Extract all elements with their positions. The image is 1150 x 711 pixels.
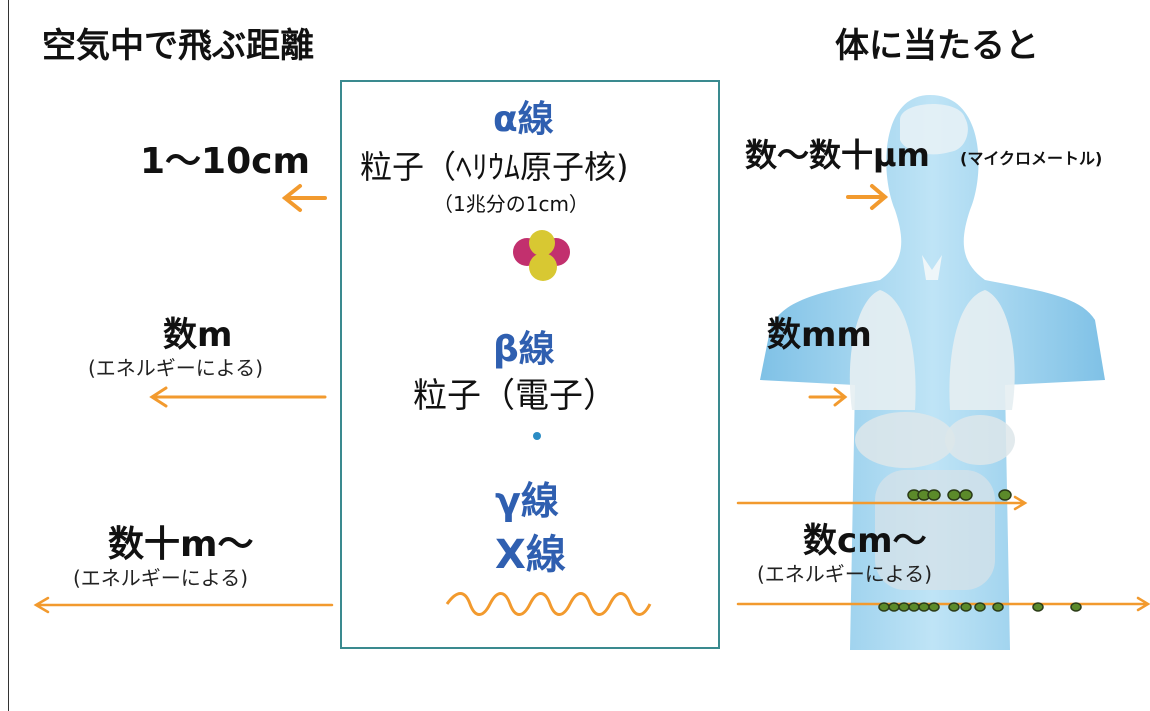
x-ray-label: X線 — [495, 532, 566, 578]
beta-air-arrow — [149, 386, 327, 408]
left-header: 空気中で飛ぶ距離 — [42, 26, 314, 66]
gamma-air-note: (エネルギーによる) — [73, 566, 249, 590]
beta-body-arrow — [808, 387, 848, 407]
gamma-body-distance: 数cm～ — [803, 521, 927, 561]
alpha-particle-text: 粒子（ﾍﾘｳﾑ原子核) — [360, 148, 629, 186]
thyroid — [922, 255, 942, 280]
alpha-body-distance: 数～数十μm — [745, 136, 930, 174]
brain — [900, 103, 968, 155]
alpha-arrows — [281, 184, 889, 212]
liver — [855, 412, 955, 468]
radiation-types-box — [340, 80, 720, 649]
alpha-air-arrow — [281, 184, 327, 212]
alpha-ray-label: α線 — [493, 99, 554, 140]
gamma-air-arrow — [33, 596, 334, 614]
ionization-dots — [878, 489, 1082, 612]
gamma-body-note: (エネルギーによる) — [757, 562, 933, 586]
beta-ray-label: β線 — [493, 329, 555, 370]
beta-particle-text: 粒子（電子） — [413, 376, 617, 416]
beta-arrows — [149, 386, 848, 408]
alpha-unit-note: (マイクロメートル) — [960, 149, 1103, 168]
alpha-body-arrow — [846, 184, 889, 210]
stomach — [945, 415, 1015, 465]
alpha-particle-icon — [513, 230, 570, 281]
gamma-air-distance: 数十m～ — [108, 524, 254, 565]
alpha-size-note: （1兆分の1cm） — [433, 192, 589, 216]
frame-left-border — [8, 0, 9, 711]
lung-right — [949, 290, 1015, 410]
alpha-air-distance: 1～10cm — [140, 141, 310, 182]
wave-icon — [445, 592, 652, 616]
beta-air-distance: 数m — [163, 315, 233, 355]
beta-air-note: (エネルギーによる) — [88, 356, 264, 380]
electron-icon — [533, 432, 541, 440]
right-header: 体に当たると — [835, 26, 1039, 66]
gamma-body-arrow-upper — [736, 495, 1028, 511]
beta-body-distance: 数mm — [767, 315, 872, 355]
gamma-ray-label: γ線 — [495, 479, 559, 523]
lung-left — [849, 290, 916, 410]
